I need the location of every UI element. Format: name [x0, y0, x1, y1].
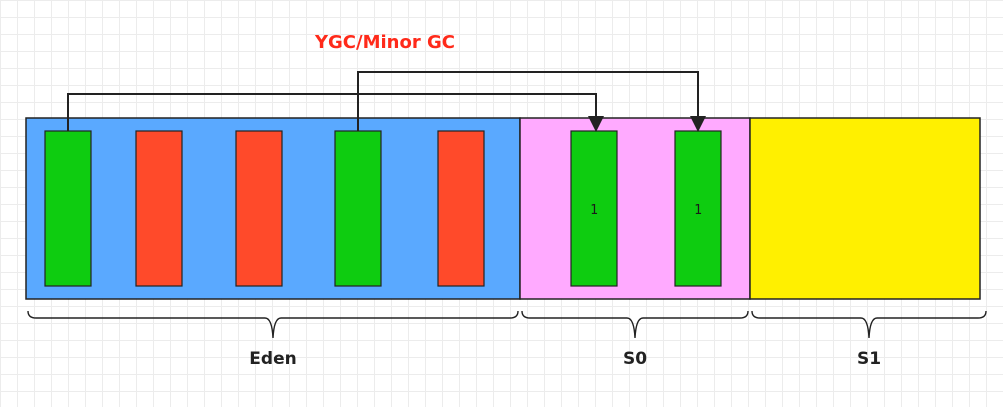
copy-arrow [357, 71, 706, 132]
diagram-title: YGC/Minor GC [314, 32, 455, 53]
eden-object [44, 130, 92, 287]
s0-label: S0 [623, 349, 647, 369]
eden-object [437, 130, 485, 287]
s0-object-age-label: 1 [590, 203, 598, 218]
eden-object [235, 130, 283, 287]
eden-brace [27, 310, 519, 339]
s0-object [674, 130, 722, 287]
s1-region [749, 117, 981, 300]
s0-object-age-label: 1 [694, 203, 702, 218]
s1-label: S1 [857, 349, 881, 369]
s0-brace [521, 310, 749, 339]
s1-brace [751, 310, 987, 339]
copy-arrow [67, 93, 604, 132]
eden-object [135, 130, 183, 287]
eden-object [334, 130, 382, 287]
eden-label: Eden [249, 349, 296, 369]
